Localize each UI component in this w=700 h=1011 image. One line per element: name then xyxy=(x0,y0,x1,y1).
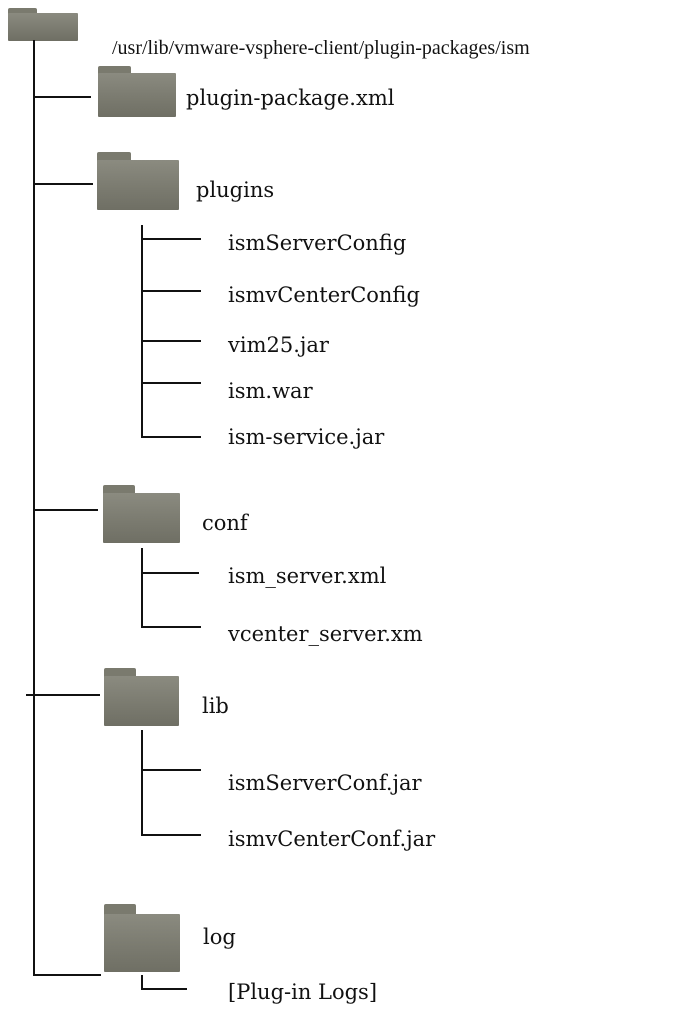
lib-folder-icon xyxy=(104,668,179,726)
lib-child-line xyxy=(141,730,143,835)
root-folder-icon xyxy=(8,8,78,41)
branch-line xyxy=(141,834,201,836)
branch-line xyxy=(141,572,199,574)
conf-folder-label: conf xyxy=(202,511,248,535)
plugins-child-label: ismvCenterConfig xyxy=(228,283,420,307)
root-path-label: /usr/lib/vmware-vsphere-client/plugin-pa… xyxy=(112,37,530,59)
log-folder-label: log xyxy=(203,925,236,949)
branch-line xyxy=(33,96,91,98)
branch-line xyxy=(141,436,201,438)
branch-line xyxy=(141,238,201,240)
lib-folder-label: lib xyxy=(202,694,229,718)
branch-line xyxy=(33,183,93,185)
conf-child-label: ism_server.xml xyxy=(228,564,387,588)
branch-line xyxy=(33,974,101,976)
lib-child-label: ismvCenterConf.jar xyxy=(228,827,436,851)
log-child-label: [Plug-in Logs] xyxy=(228,980,378,1004)
lib-child-label: ismServerConf.jar xyxy=(228,771,422,795)
branch-line xyxy=(33,509,98,511)
branch-line xyxy=(141,626,201,628)
plugins-child-label: vim25.jar xyxy=(228,333,329,357)
plugins-child-label: ism-service.jar xyxy=(228,425,385,449)
trunk-line xyxy=(33,40,35,975)
branch-line xyxy=(26,694,100,696)
branch-line xyxy=(141,988,187,990)
conf-child-line xyxy=(141,548,143,628)
plugins-child-label: ismServerConfig xyxy=(228,231,407,255)
branch-line xyxy=(141,340,201,342)
plugin-package-folder-icon xyxy=(98,66,176,117)
conf-folder-icon xyxy=(103,485,180,543)
plugins-child-label: ism.war xyxy=(228,379,313,403)
plugins-folder-label: plugins xyxy=(196,178,275,202)
branch-line xyxy=(141,382,201,384)
plugins-child-line xyxy=(141,225,143,437)
branch-line xyxy=(141,290,201,292)
branch-line xyxy=(141,769,201,771)
log-child-line xyxy=(141,975,143,989)
plugins-folder-icon xyxy=(97,152,179,210)
log-folder-icon xyxy=(104,904,180,972)
plugin-package-xml-label: plugin-package.xml xyxy=(186,86,395,110)
conf-child-label: vcenter_server.xm xyxy=(228,622,423,646)
